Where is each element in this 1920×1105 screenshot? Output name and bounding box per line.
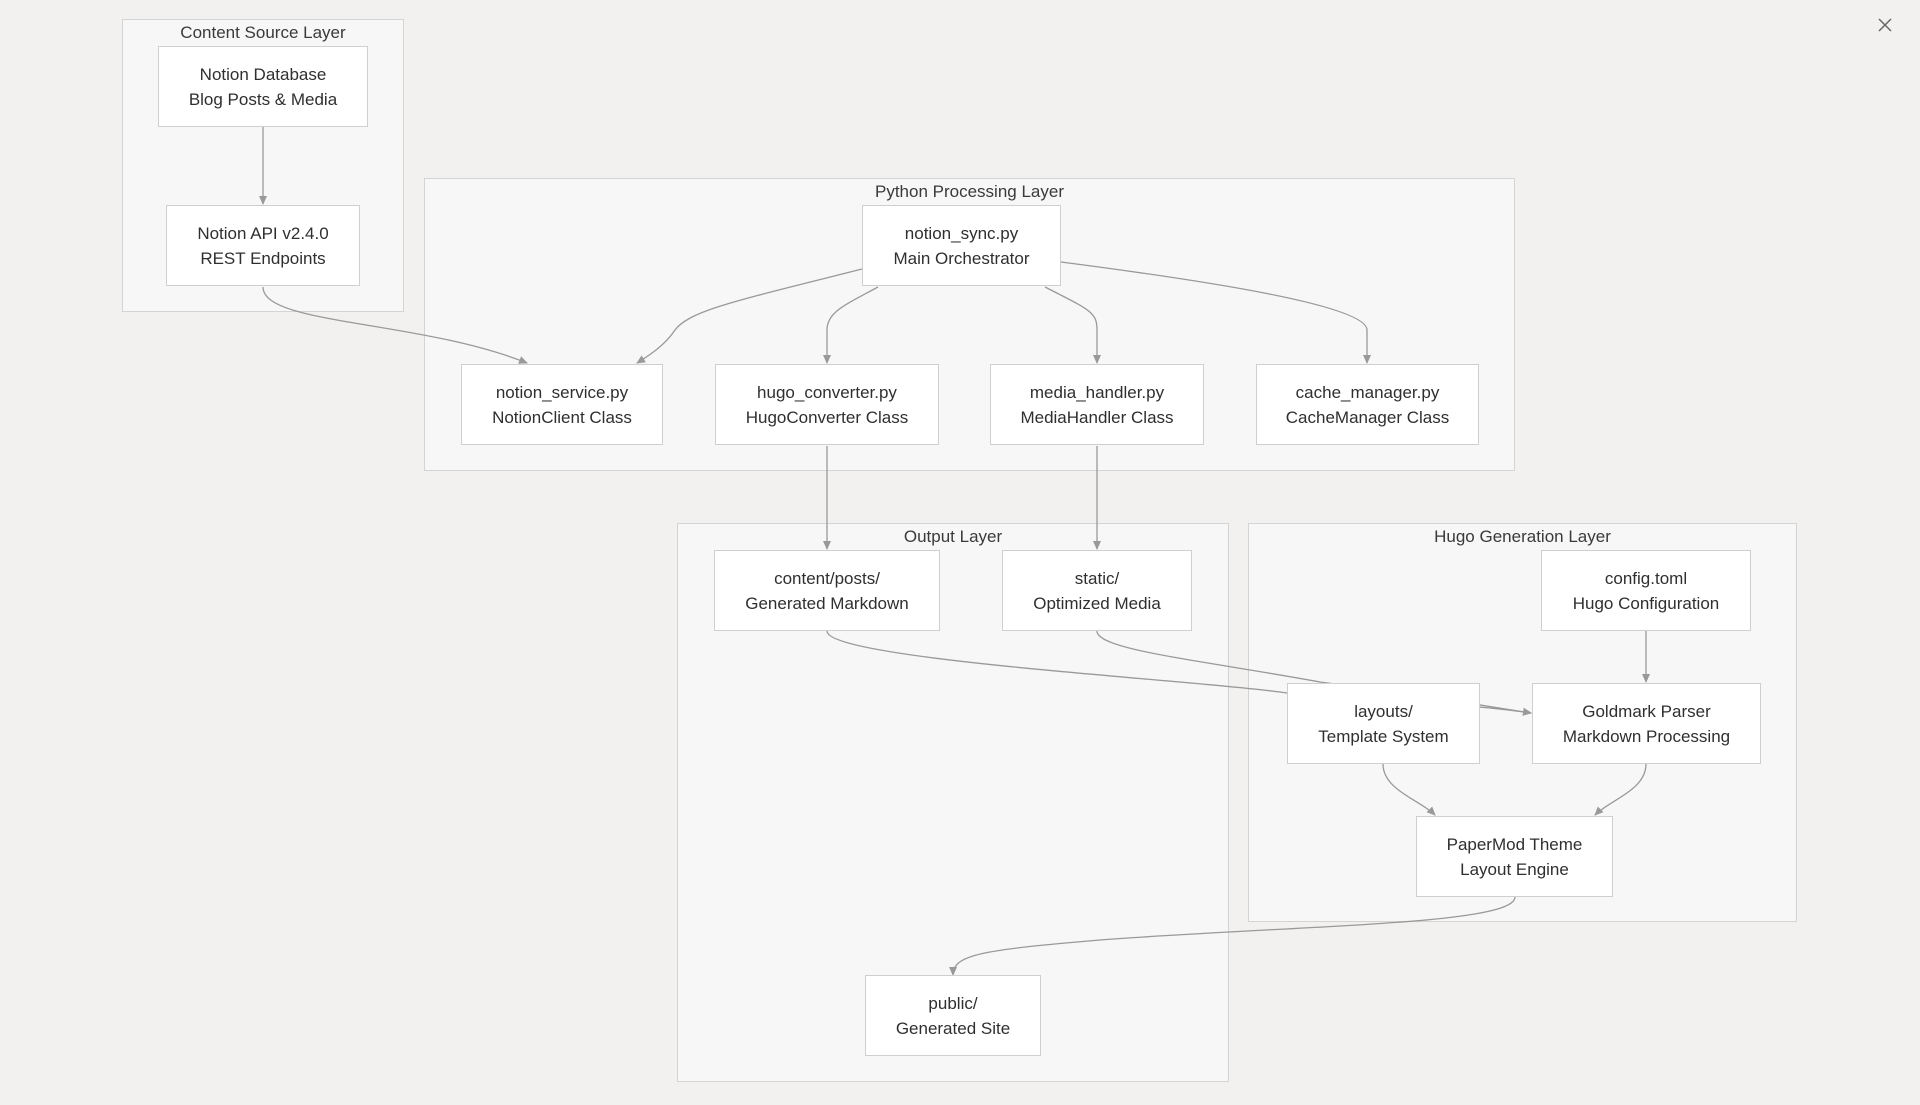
- close-button[interactable]: [1870, 10, 1900, 40]
- node-notion-sync[interactable]: notion_sync.py Main Orchestrator: [862, 205, 1061, 286]
- node-papermod-theme[interactable]: PaperMod Theme Layout Engine: [1416, 816, 1613, 897]
- node-config-toml[interactable]: config.toml Hugo Configuration: [1541, 550, 1751, 631]
- node-line: Goldmark Parser: [1582, 701, 1711, 721]
- node-hugo-converter[interactable]: hugo_converter.py HugoConverter Class: [715, 364, 939, 445]
- close-icon: [1878, 18, 1892, 32]
- node-media-handler[interactable]: media_handler.py MediaHandler Class: [990, 364, 1204, 445]
- node-line: notion_service.py: [495, 382, 629, 402]
- node-notion-service[interactable]: notion_service.py NotionClient Class: [461, 364, 663, 445]
- node-line: Blog Posts & Media: [188, 89, 338, 109]
- node-line: Generated Site: [895, 1018, 1011, 1038]
- node-public[interactable]: public/ Generated Site: [865, 975, 1041, 1056]
- node-line: cache_manager.py: [1295, 382, 1440, 402]
- node-line: config.toml: [1604, 568, 1688, 588]
- node-line: Layout Engine: [1460, 859, 1569, 879]
- layer-title: Output Layer: [903, 527, 1003, 546]
- node-line: REST Endpoints: [200, 248, 326, 268]
- node-layouts[interactable]: layouts/ Template System: [1287, 683, 1480, 764]
- node-line: layouts/: [1354, 701, 1413, 721]
- node-line: Notion API v2.4.0: [197, 223, 329, 243]
- node-line: HugoConverter Class: [745, 407, 909, 427]
- layer-title: Hugo Generation Layer: [1434, 527, 1611, 546]
- node-line: Notion Database: [199, 64, 327, 84]
- node-line: content/posts/: [774, 568, 880, 588]
- node-line: CacheManager Class: [1285, 407, 1450, 427]
- node-line: media_handler.py: [1029, 382, 1165, 402]
- node-goldmark-parser[interactable]: Goldmark Parser Markdown Processing: [1532, 683, 1761, 764]
- node-notion-database[interactable]: Notion Database Blog Posts & Media: [158, 46, 368, 127]
- node-line: Main Orchestrator: [893, 248, 1030, 268]
- layer-title: Content Source Layer: [180, 23, 346, 42]
- node-line: Generated Markdown: [745, 593, 909, 613]
- node-line: notion_sync.py: [904, 223, 1019, 243]
- node-content-posts[interactable]: content/posts/ Generated Markdown: [714, 550, 940, 631]
- node-line: PaperMod Theme: [1446, 834, 1583, 854]
- node-line: NotionClient Class: [492, 407, 632, 427]
- node-line: hugo_converter.py: [757, 382, 897, 402]
- node-line: Hugo Configuration: [1572, 593, 1720, 613]
- node-line: public/: [928, 993, 978, 1013]
- node-notion-api[interactable]: Notion API v2.4.0 REST Endpoints: [166, 205, 360, 286]
- node-cache-manager[interactable]: cache_manager.py CacheManager Class: [1256, 364, 1479, 445]
- node-line: Template System: [1318, 726, 1449, 746]
- node-static[interactable]: static/ Optimized Media: [1002, 550, 1192, 631]
- node-line: Optimized Media: [1033, 593, 1161, 613]
- node-line: Markdown Processing: [1562, 726, 1731, 746]
- node-line: MediaHandler Class: [1020, 407, 1174, 427]
- layer-title: Python Processing Layer: [875, 182, 1064, 201]
- node-line: static/: [1074, 568, 1120, 588]
